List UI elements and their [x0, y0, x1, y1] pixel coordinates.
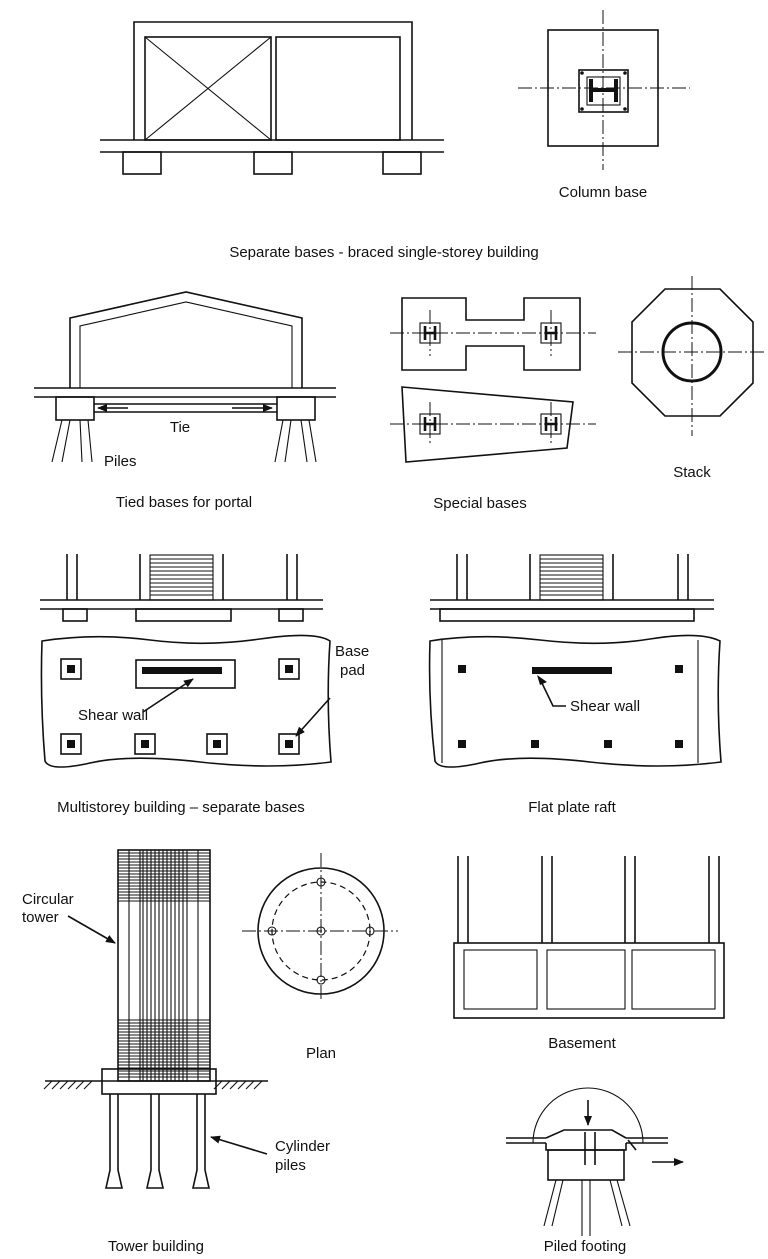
special-base-trapezoid [390, 386, 596, 463]
cylinder-piles-label: piles [275, 1157, 306, 1174]
multistorey-plan [40, 634, 332, 768]
pad-label: pad [340, 662, 365, 679]
piled-footing-caption: Piled footing [544, 1238, 627, 1255]
separate-base-pad [382, 151, 422, 175]
base-label: Base [335, 643, 369, 660]
shear-wall-label-right: Shear wall [570, 698, 640, 715]
column-base-plan [518, 10, 690, 170]
flat-plate-raft-plan [428, 634, 722, 768]
flat-plate-raft-elevation [430, 554, 714, 622]
plan-caption: Plan [306, 1045, 336, 1062]
shear-wall [142, 667, 222, 674]
basement-caption: Basement [548, 1035, 616, 1052]
special-bases-caption: Special bases [433, 495, 526, 512]
piled-footing [506, 1087, 684, 1236]
tied-portal-frame [34, 291, 336, 463]
basement [453, 856, 725, 1019]
tied-bases-caption: Tied bases for portal [116, 494, 252, 511]
cylinder-label: Cylinder [275, 1138, 330, 1155]
base-pad [285, 740, 293, 748]
stack-caption: Stack [673, 464, 711, 481]
special-base-dumbbell [390, 297, 596, 371]
piles-label: Piles [104, 453, 137, 470]
multistorey-caption: Multistorey building – separate bases [57, 799, 305, 816]
tie-label: Tie [170, 419, 190, 436]
separate-bases-caption: Separate bases - braced single-storey bu… [229, 244, 538, 261]
column-base-caption: Column base [559, 184, 647, 201]
stack-octagonal-base [618, 276, 766, 436]
braced-single-storey-building [100, 21, 444, 175]
tower-plan [242, 853, 398, 1000]
shear-wall-label-left: Shear wall [78, 707, 148, 724]
separate-base-pad [122, 151, 162, 175]
flat-plate-raft-caption: Flat plate raft [528, 799, 616, 816]
multistorey-elevation [40, 554, 323, 622]
tower-building [43, 849, 268, 1189]
tower-building-caption: Tower building [108, 1238, 204, 1255]
separate-base-pad [253, 151, 293, 175]
tower-label: tower [22, 909, 59, 926]
circular-label: Circular [22, 891, 74, 908]
